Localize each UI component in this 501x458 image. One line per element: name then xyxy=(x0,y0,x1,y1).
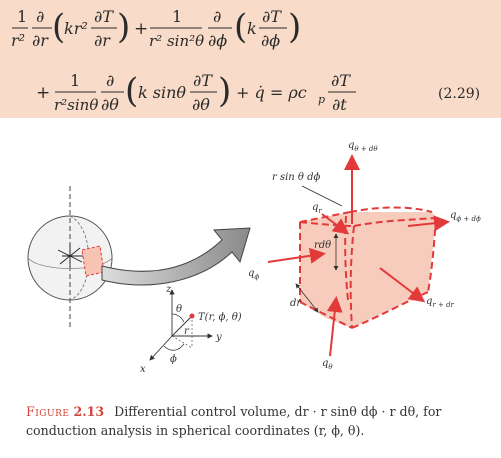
label-q-theta: qθ xyxy=(322,358,333,371)
term1-inner-den: ∂r xyxy=(94,31,111,50)
line1-plus: + xyxy=(134,19,148,39)
caption-label: Figure xyxy=(26,404,70,419)
cv-shaded-region xyxy=(300,212,436,328)
point-marker xyxy=(189,313,195,319)
term1-deriv-num: ∂ xyxy=(36,7,44,26)
heat-equation-spherical: 1 r² ∂ ∂r ( kr² ∂T ∂r ) + 1 r² sin²θ ∂ ∂… xyxy=(11,7,480,114)
term1-inner-num: ∂T xyxy=(94,7,114,26)
control-volume xyxy=(267,154,450,357)
label-axis-z: z xyxy=(165,284,172,295)
sphere-element xyxy=(81,245,105,277)
term3-deriv-num: ∂ xyxy=(106,71,114,90)
dim-r-sin-dphi-leader xyxy=(301,185,343,207)
term2-coef-den: r² sin²θ xyxy=(149,32,204,50)
dim-dr-leader xyxy=(295,283,319,313)
term3-inner-num: ∂T xyxy=(193,71,213,90)
phi-arc xyxy=(163,343,185,351)
sphere-center-lines xyxy=(57,244,86,268)
arrow-q-r xyxy=(321,213,350,235)
label-q-theta-dtheta: qθ + dθ xyxy=(348,140,378,153)
sphere-equator xyxy=(27,257,113,269)
theta-arc xyxy=(171,313,185,323)
cv-top-back-edge xyxy=(349,206,433,213)
term1-paren-close: ) xyxy=(117,7,130,47)
cv-inner-vertical xyxy=(344,215,349,301)
cv-vertical-right xyxy=(427,217,437,293)
term2-paren-open: ( xyxy=(234,7,247,47)
term2-coef-num: 1 xyxy=(172,7,182,26)
cv-vertical-center xyxy=(349,225,355,329)
cv-bottom-left xyxy=(299,301,353,329)
term3-inner-den: ∂θ xyxy=(192,95,210,114)
term2-deriv-den: ∂ϕ xyxy=(208,31,227,50)
label-point: T(r, ϕ, θ) xyxy=(198,312,242,323)
label-q-phi: qϕ xyxy=(248,268,259,281)
label-phi: ϕ xyxy=(170,354,177,365)
label-q-r: qr xyxy=(312,202,322,215)
cv-bottom-front xyxy=(351,291,429,329)
label-axis-x: x xyxy=(140,364,146,375)
cv-top-left-front xyxy=(299,221,355,227)
control-volume-figure: qθ + dθ r sin θ dϕ qr qϕ + dϕ rdθ qϕ dr … xyxy=(27,140,481,375)
arrow-q-phi xyxy=(267,247,326,264)
term3-coef-num: 1 xyxy=(70,71,80,90)
arrow-q-r-dr xyxy=(379,267,426,303)
rhs-num: ∂T xyxy=(331,71,351,90)
cv-labels: qθ + dθ r sin θ dϕ qr qϕ + dϕ rdθ qϕ dr … xyxy=(248,140,481,371)
line2-plus: + xyxy=(36,83,50,103)
term1-deriv-den: ∂r xyxy=(32,31,49,50)
radius-vector xyxy=(171,315,193,337)
zoom-arrow xyxy=(101,227,251,286)
term1-coef-den: r² xyxy=(11,31,25,50)
rhs-den: ∂t xyxy=(332,95,347,114)
term2-paren-close: ) xyxy=(288,7,301,47)
label-r-sin-dphi: r sin θ dϕ xyxy=(272,172,321,183)
label-r: r xyxy=(184,326,190,337)
label-dr: dr xyxy=(290,298,302,309)
arrow-q-theta xyxy=(326,296,343,357)
label-q-r-dr: qr + dr xyxy=(426,296,455,309)
equation-band xyxy=(0,0,501,118)
generation-term: + q̇ = ρc xyxy=(236,83,307,102)
label-theta: θ xyxy=(176,304,182,315)
caption-text: Differential control volume, dr · r sinθ… xyxy=(26,404,442,438)
term3-coef-den: r²sinθ xyxy=(54,96,98,114)
figure-caption: Figure 2.13 Differential control volume,… xyxy=(26,402,486,440)
term2-inner-num: ∂T xyxy=(262,7,282,26)
caption-number: 2.13 xyxy=(73,404,105,419)
axis-x-line xyxy=(149,335,173,361)
sphere-diagram xyxy=(27,186,113,330)
term3-paren-open: ( xyxy=(125,71,138,111)
term2-inner: k xyxy=(247,19,257,38)
term3-inner: k sinθ xyxy=(138,83,186,102)
term2-inner-den: ∂ϕ xyxy=(261,31,280,50)
arrow-q-phi-dphi xyxy=(407,215,450,232)
term3-deriv-den: ∂θ xyxy=(101,95,119,114)
term1-paren-open: ( xyxy=(52,7,65,47)
coordinate-axes: z y x T(r, ϕ, θ) θ r ϕ xyxy=(140,284,242,375)
sphere-meridian xyxy=(69,215,89,301)
label-axis-y: y xyxy=(215,332,222,343)
label-r-dtheta: rdθ xyxy=(314,240,331,251)
term3-paren-close: ) xyxy=(218,71,231,111)
term1-inner: kr² xyxy=(64,19,88,38)
cp-subscript: p xyxy=(318,93,325,106)
equation-number: (2.29) xyxy=(438,86,480,102)
label-q-phi-dphi: qϕ + dϕ xyxy=(450,210,481,223)
term2-deriv-num: ∂ xyxy=(213,7,221,26)
term1-coef-num: 1 xyxy=(17,7,27,26)
